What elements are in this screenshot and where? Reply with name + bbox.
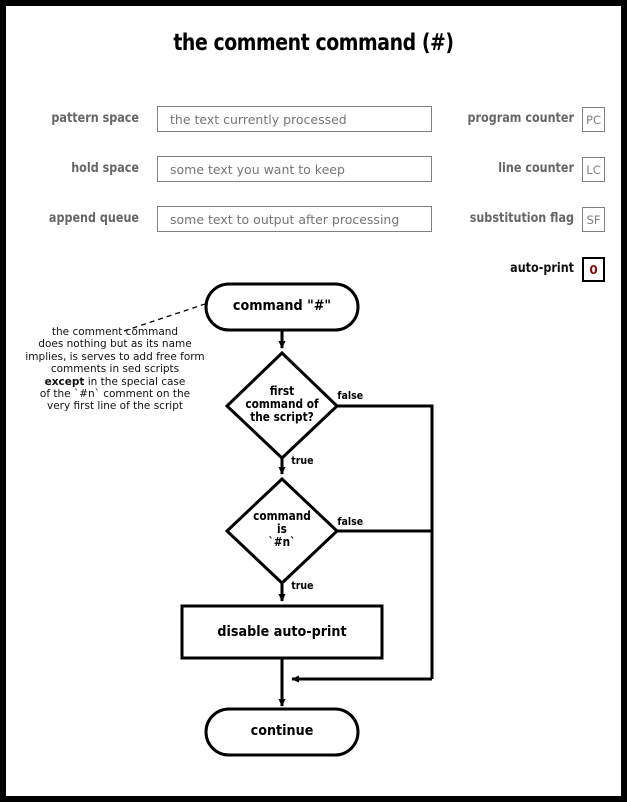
register-label-pattern-space: pattern space bbox=[51, 111, 139, 126]
counter-label-program-counter: program counter bbox=[467, 111, 574, 126]
edge-label-false-1: false bbox=[337, 390, 364, 402]
annotation-line-2: does nothing but as its name bbox=[38, 338, 192, 351]
edge-label-true-2: true bbox=[291, 580, 314, 592]
register-label-hold-space: hold space bbox=[71, 161, 139, 176]
annotation-line-6: of the `#n` comment on the bbox=[39, 387, 191, 400]
line-counter-value: LC bbox=[582, 157, 605, 182]
flow-node-start bbox=[204, 282, 360, 332]
program-counter-value: PC bbox=[582, 107, 605, 132]
flow-node-decision-command-is-hash-n bbox=[224, 476, 340, 586]
register-label-append-queue: append queue bbox=[48, 211, 139, 226]
pattern-space-field[interactable]: the text currently processed bbox=[157, 106, 432, 132]
substitution-flag-value: SF bbox=[582, 207, 605, 232]
annotation-line-3: implies, is serves to add free form bbox=[25, 350, 205, 363]
counter-label-substitution-flag: substitution flag bbox=[469, 211, 574, 226]
edge-label-true-1: true bbox=[291, 455, 314, 467]
flowchart bbox=[123, 282, 434, 757]
annotation-line-7: very first line of the script bbox=[47, 400, 183, 413]
counter-label-line-counter: line counter bbox=[498, 161, 574, 176]
pattern-space-placeholder: the text currently processed bbox=[170, 111, 347, 127]
flow-node-disable-auto-print bbox=[180, 604, 384, 660]
edge-label-false-2: false bbox=[337, 516, 364, 528]
annotation-line-1: the comment command bbox=[51, 326, 179, 338]
hold-space-field[interactable]: some text you want to keep bbox=[157, 156, 432, 182]
annotation-note: the comment command does nothing but as … bbox=[10, 326, 220, 413]
annotation-line-5-rest: in the special case bbox=[84, 375, 186, 388]
append-queue-field[interactable]: some text to output after processing bbox=[157, 206, 432, 232]
flow-node-continue bbox=[204, 707, 360, 757]
annotation-leader-line bbox=[123, 302, 209, 332]
annotation-line-4: comments in sed scripts bbox=[50, 363, 180, 376]
edge-decision1-false bbox=[337, 404, 434, 679]
flow-node-decision-first-command bbox=[224, 350, 340, 461]
annotation-emphasis: except bbox=[44, 375, 85, 388]
annotation-line-5: except in the special case bbox=[10, 376, 220, 388]
append-queue-placeholder: some text to output after processing bbox=[170, 211, 400, 227]
hold-space-placeholder: some text you want to keep bbox=[170, 161, 345, 177]
counter-label-auto-print: auto-print bbox=[510, 261, 574, 276]
auto-print-value: 0 bbox=[582, 257, 605, 282]
page-title: the comment command (#) bbox=[173, 30, 454, 56]
